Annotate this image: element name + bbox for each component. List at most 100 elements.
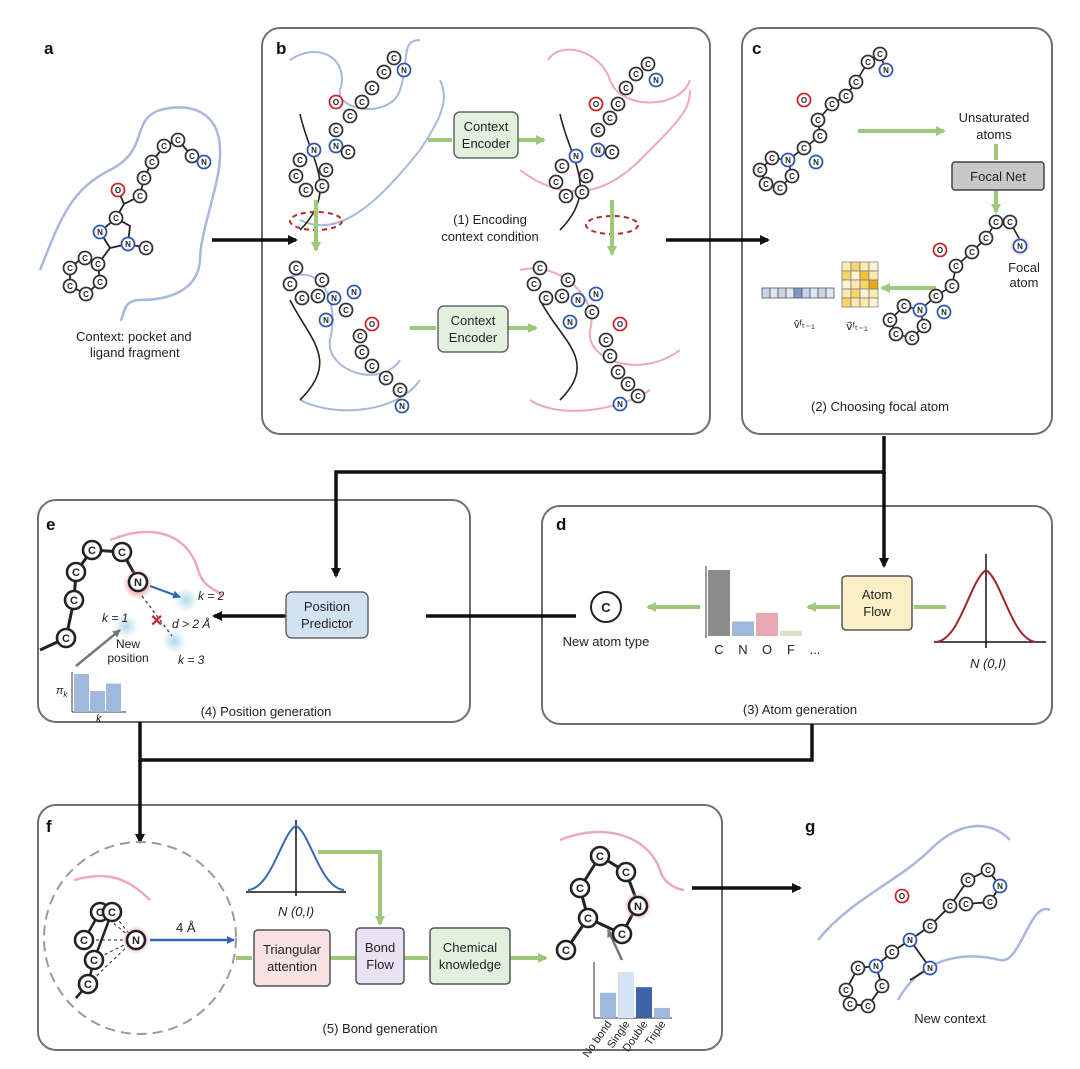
atom-n-marker — [590, 142, 606, 158]
chem-line2: knowledge — [439, 957, 501, 972]
atom-c-symbol: C — [877, 50, 883, 59]
gaussian-d — [934, 554, 1046, 648]
atom-c-symbol: C — [391, 54, 397, 63]
atom-c-symbol: C — [921, 322, 927, 331]
atom-c-symbol: C — [90, 955, 98, 967]
atom-c-symbol: C — [293, 264, 299, 273]
predictor-line1: Position — [304, 599, 350, 614]
atom-c-marker — [288, 168, 304, 184]
focal-atom-line2: atom — [1010, 275, 1039, 290]
atom-n-marker — [568, 148, 584, 164]
atom-n-symbol: N — [997, 882, 1003, 891]
atom-c-marker — [589, 845, 611, 867]
atom-n-symbol: N — [813, 158, 819, 167]
atom-c-symbol: C — [963, 900, 969, 909]
atom-n-marker — [346, 284, 362, 300]
atom-c-marker — [292, 152, 308, 168]
atom-c-marker — [352, 328, 368, 344]
atom-n-marker — [306, 142, 322, 158]
atom-n-marker — [328, 138, 344, 154]
focal-net-label: Focal Net — [970, 169, 1026, 184]
bond-type-tick-3: Triple — [643, 1019, 668, 1048]
atom-c-marker — [73, 929, 95, 951]
panel-f-frame — [37, 804, 723, 1051]
atom-c-symbol: C — [323, 166, 329, 175]
atom-c-symbol: C — [287, 280, 293, 289]
atom-c-symbol: C — [901, 302, 907, 311]
atom-c-marker — [860, 54, 876, 70]
atom-n-marker — [868, 958, 884, 974]
panel-b-pockets — [283, 39, 691, 412]
atom-c-symbol: C — [359, 348, 365, 357]
atom-o-symbol: O — [899, 892, 905, 901]
atom-c-symbol: C — [623, 84, 629, 93]
atom-c-marker — [982, 894, 998, 910]
context-encoder-top: Context Encoder — [453, 111, 519, 159]
atom-n-marker — [196, 154, 212, 170]
unsaturated-line2: atoms — [976, 127, 1012, 142]
atom-n-symbol: N — [593, 290, 599, 299]
atom-c-marker — [83, 949, 105, 971]
pi-axis-label: πk — [56, 685, 68, 699]
atom-n-marker — [627, 895, 649, 917]
atom-c-symbol: C — [381, 68, 387, 77]
atom-c-symbol: C — [1007, 218, 1013, 227]
pi-symbol: π — [56, 685, 64, 697]
atom-c-marker — [342, 108, 358, 124]
atom-c-symbol: C — [949, 282, 955, 291]
atom-c-marker — [752, 162, 768, 178]
atom-c-marker — [860, 998, 876, 1014]
atom-n-symbol: N — [399, 402, 405, 411]
atom-type-tick-0: C — [714, 642, 723, 657]
atom-c-marker — [318, 162, 334, 178]
atom-n-symbol: N — [1017, 242, 1023, 251]
atom-c-marker — [138, 240, 154, 256]
new-position-line1: New — [116, 637, 140, 651]
atom-n-marker — [780, 152, 796, 168]
atom-c-symbol: C — [369, 84, 375, 93]
atom-c-marker — [916, 318, 932, 334]
radius-label: 4 Å — [176, 920, 196, 935]
atom-c-marker — [948, 258, 964, 274]
atom-type-bars — [708, 570, 802, 636]
atom-c-marker — [598, 332, 614, 348]
k-axis-label: k — [96, 713, 102, 725]
panel-letter-a: a — [44, 39, 54, 58]
atom-c-marker — [772, 180, 788, 196]
atom-c-marker — [386, 50, 402, 66]
tri-line1: Triangular — [263, 942, 322, 957]
atom-c-marker — [620, 376, 636, 392]
atom-c-marker — [874, 978, 890, 994]
ligand-bonds — [69, 138, 205, 296]
atom-c-symbol: C — [933, 292, 939, 301]
atom-c-marker — [848, 74, 864, 90]
atom-n-marker — [125, 929, 147, 951]
atom-n-marker — [648, 72, 664, 88]
atom-c-marker — [569, 877, 591, 899]
panel-e-pocket — [109, 530, 224, 597]
atom-c-symbol: C — [82, 254, 88, 263]
atom-c-symbol: C — [843, 986, 849, 995]
atom-c-marker — [558, 188, 574, 204]
atom-c-marker — [340, 144, 356, 160]
atom-c-symbol: C — [359, 98, 365, 107]
panel-a-caption-line2: ligand fragment — [90, 345, 180, 360]
atom-c-symbol: C — [763, 180, 769, 189]
atom-o-symbol: O — [333, 98, 339, 107]
atom-c-marker — [81, 539, 103, 561]
atom-c-marker — [92, 274, 108, 290]
encoder-bottom-line2: Encoder — [449, 330, 498, 345]
atom-n-marker — [562, 314, 578, 330]
atom-n-symbol: N — [567, 318, 573, 327]
atom-n-marker — [936, 304, 952, 320]
atom-n-marker — [878, 62, 894, 78]
atom-c-symbol: C — [595, 126, 601, 135]
atom-c-symbol: C — [817, 132, 823, 141]
atom-c-marker — [364, 358, 380, 374]
panel-g-new-context — [817, 824, 1051, 1007]
atom-n-marker — [808, 154, 824, 170]
atom-c-marker — [630, 388, 646, 404]
atom-c-symbol: C — [83, 290, 89, 299]
atom-n-marker — [912, 302, 928, 318]
